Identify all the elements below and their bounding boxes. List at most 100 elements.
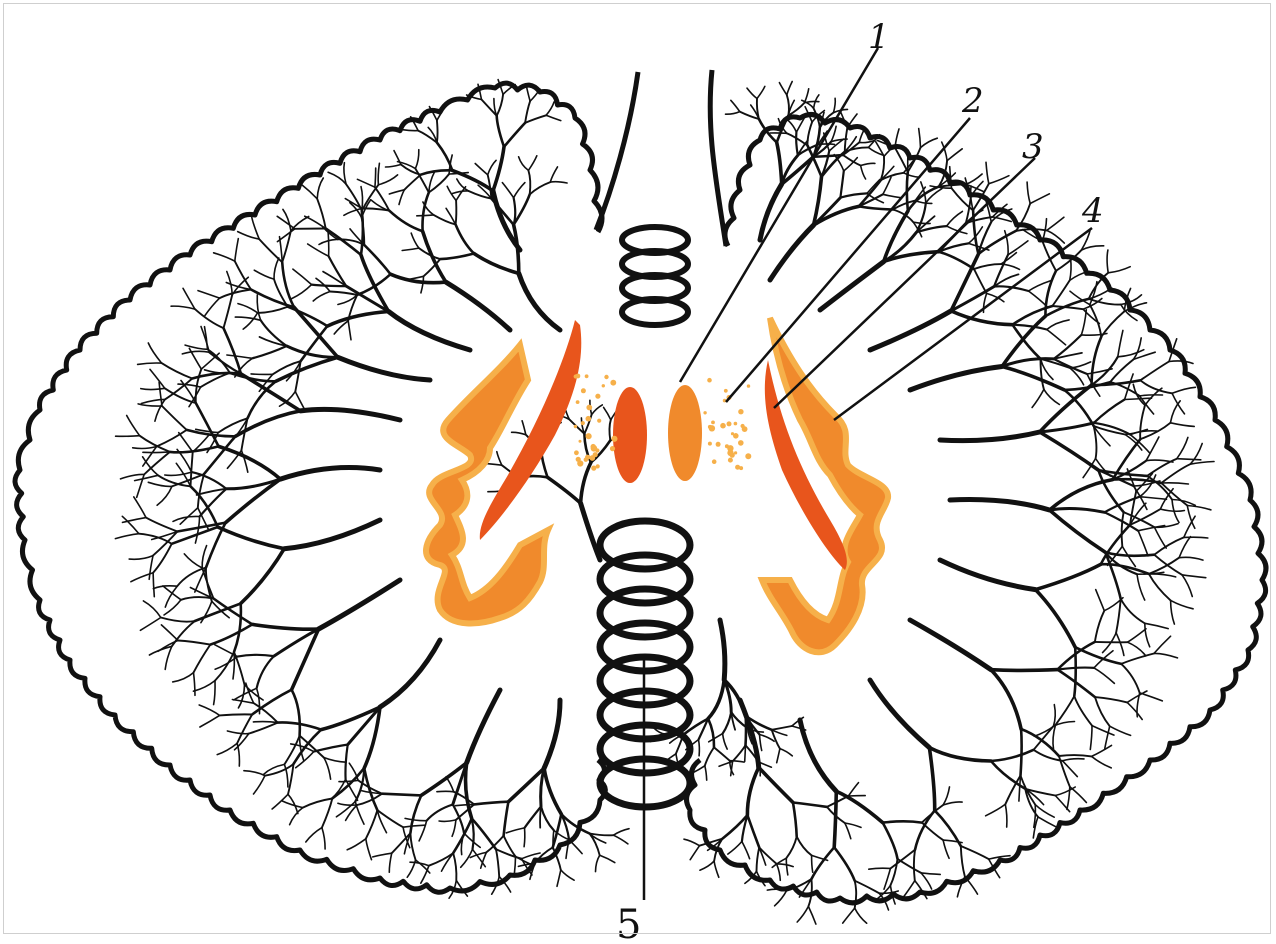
arbor-branch [227,355,252,358]
arbor-branch [313,292,330,302]
arbor-branch [403,130,419,131]
arbor-branch [519,273,560,330]
arbor-branch [361,211,363,255]
arbor-branch [592,405,603,415]
arbor-branch [840,193,867,197]
arbor-branch [378,175,397,185]
arbor-branch [1092,756,1112,768]
arbor-branch [530,182,551,194]
arbor-branch [215,652,234,681]
arbor-branch [442,853,454,871]
globose-cell [724,389,728,393]
arbor-branch [921,873,940,875]
arbor-branch [915,810,935,849]
arbor-branch [324,758,331,780]
arbor-branch [986,804,1006,816]
arbor-branch [1172,387,1195,393]
arbor-branch [227,731,248,734]
arbor-branch [1047,217,1064,230]
globose-cell [579,440,582,443]
arbor-branch [1055,787,1075,796]
arbor-branch [947,149,962,161]
right-midline-fissure [710,70,726,246]
arbor-branch [961,846,989,859]
globose-cell [574,374,578,378]
arbor-branch [1149,558,1179,574]
arbor-branch [1145,623,1168,628]
arbor-branch [921,873,932,889]
arbor-branch [455,804,474,805]
arbor-branch [260,337,287,346]
arbor-branch [848,783,858,796]
arbor-branch [306,828,322,842]
arbor-branch [1008,241,1028,255]
arbor-branch [440,254,474,260]
arbor-branch [192,472,227,489]
arbor-branch [382,794,421,796]
arbor-branch [129,556,153,560]
globose-cell [707,378,712,383]
arbor-branch [402,248,419,250]
arbor-branch [1030,194,1049,204]
globose-cell [731,432,734,435]
globose-cell [585,374,589,378]
callout-leader-lines [644,48,1092,900]
arbor-branch [322,828,325,849]
arbor-branch [200,715,220,727]
arbor-branch [965,877,978,895]
arbor-branch [161,625,178,641]
arbor-branch [488,160,496,175]
arbor-branch [410,795,421,833]
arbor-branch [1122,512,1124,546]
arbor-branch [796,132,798,155]
arbor-branch [1036,564,1101,589]
globose-cell [703,411,706,414]
arbor-branch [793,803,797,837]
arbor-branch [541,807,554,831]
globose-cell [604,375,608,379]
arbor-branch [760,184,782,240]
arbor-branch [288,764,294,794]
arbor-branch [148,343,161,363]
arbor-branch [121,474,145,478]
arbor-branch [283,209,291,230]
arbor-branch [1182,575,1192,597]
arbor-branch [883,821,922,822]
arbor-branch [786,837,796,859]
arbor-branch [1090,726,1092,750]
arbor-branch [760,735,762,751]
arbor-branch [943,840,962,843]
arbor-branch [115,534,138,539]
arbor-branch [731,100,740,111]
globose-cell [576,457,581,462]
arbor-branch [345,745,347,780]
arbor-branch [1116,633,1124,656]
arbor-branch [910,367,1002,391]
arbor-branch [1107,250,1108,273]
arbor-branch [1140,693,1163,701]
arbor-branch [366,810,378,839]
arbor-branch [1182,575,1206,578]
arbor-branch [512,432,526,434]
globose-cell [574,450,579,455]
arbor-branch [254,776,265,794]
arbor-branch [1002,367,1064,390]
arbor-branch [1146,437,1159,461]
arbor-branch [767,889,786,891]
arbor-branch [339,780,358,781]
arbor-branch [1094,426,1097,459]
arbor-branch [328,232,329,256]
arbor-branch [720,620,725,680]
arbor-branch [1053,725,1056,749]
arbor-branch [329,256,347,286]
globose-cell [610,446,615,451]
globose-cell [597,419,601,423]
arbor-branch [1021,729,1022,776]
arbor-branch [1029,281,1051,291]
arbor-branch [138,404,162,406]
arbor-branch [252,218,259,240]
arbor-branch [747,767,758,815]
arbor-branch [561,870,574,880]
globose-cell [727,421,732,426]
arbor-branch [733,745,746,761]
